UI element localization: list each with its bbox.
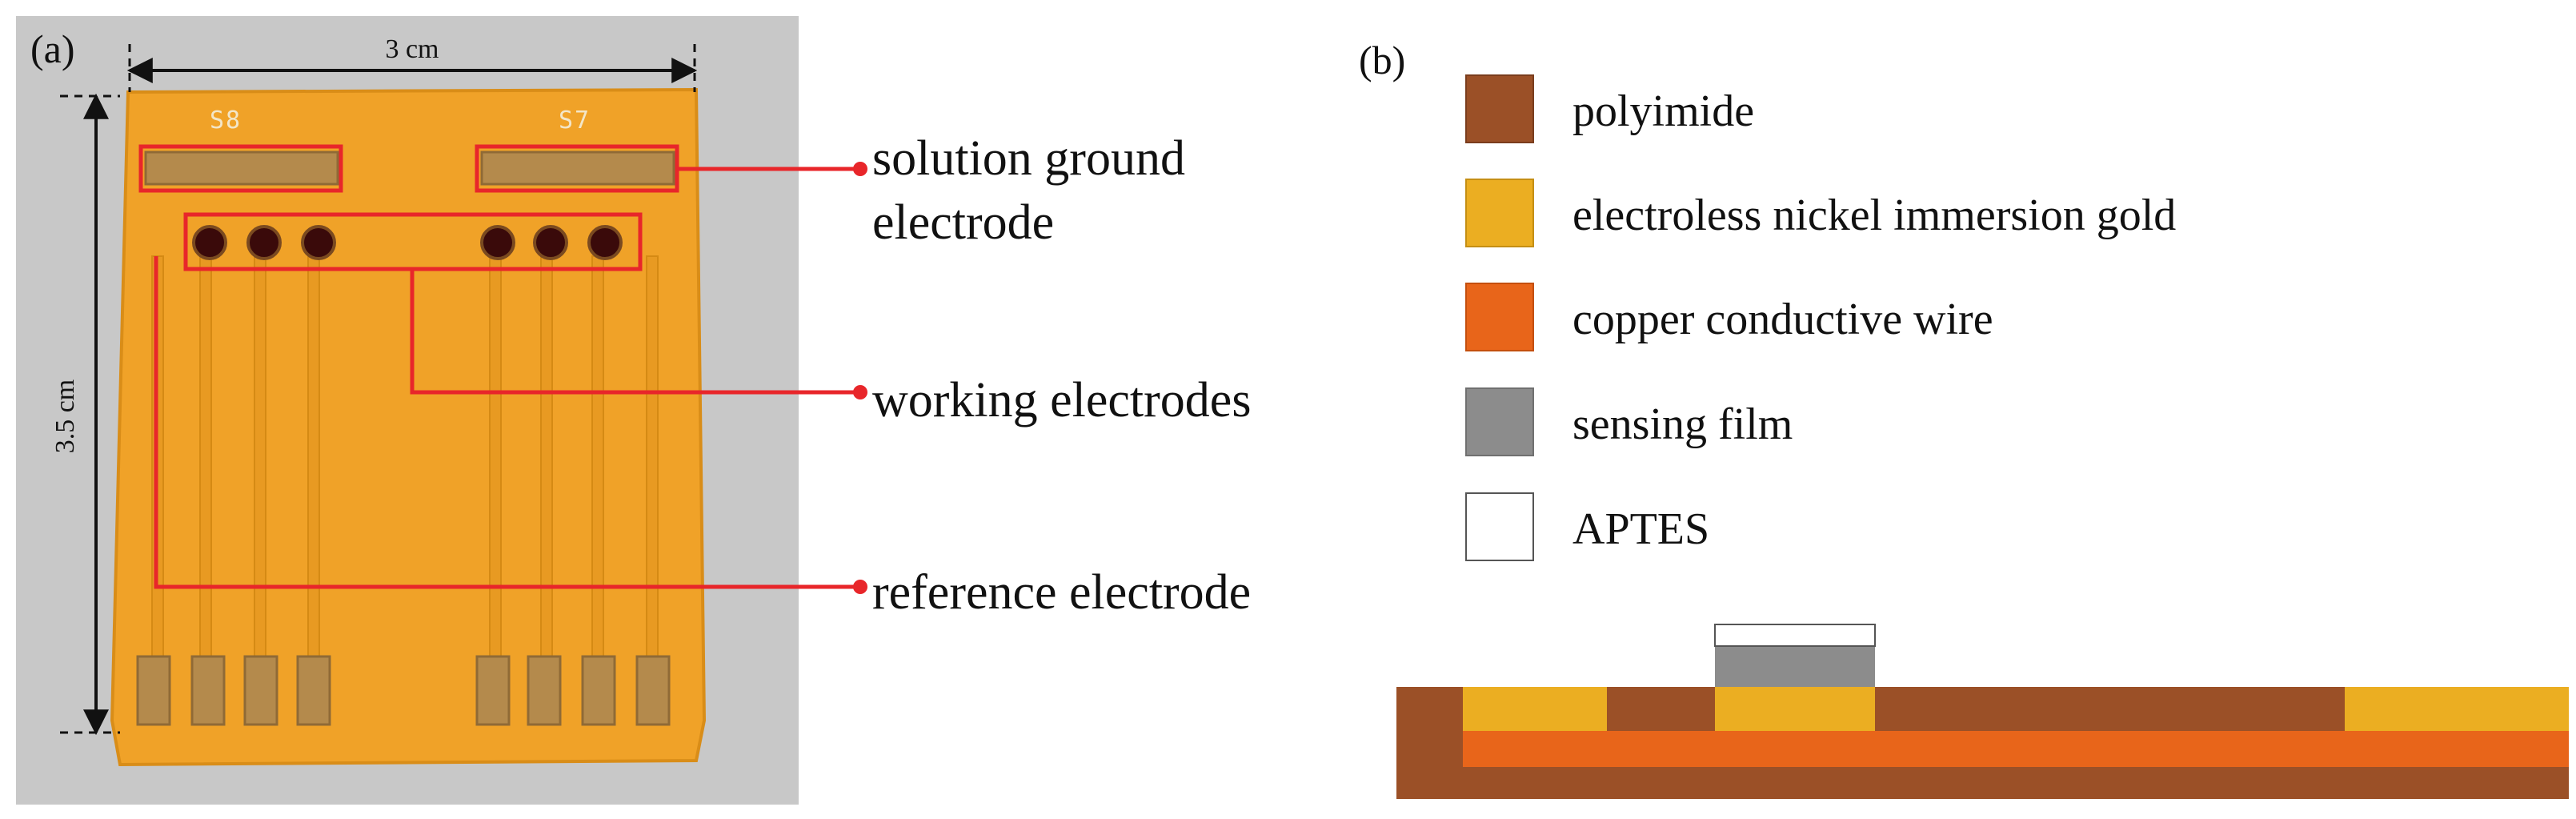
legend-swatch-sensing-film (1465, 387, 1534, 456)
legend-label-aptes: APTES (1572, 504, 1709, 554)
reference-callout-label: reference electrode (872, 565, 1251, 620)
panel-a: (a) 3 cm 3.5 cm S8 S7 (16, 16, 1251, 805)
ground-electrode-left (144, 151, 339, 186)
ground-callout-line2: electrode (872, 195, 1054, 250)
cs-gold-left (1463, 687, 1607, 731)
legend-swatch-polyimide (1465, 74, 1534, 143)
cs-sensing-film (1715, 646, 1875, 687)
reference-callout-dot (853, 580, 867, 594)
working-callout-label: working electrodes (872, 373, 1251, 428)
height-dimension-label: 3.5 cm (50, 379, 80, 454)
contact-pads (136, 655, 671, 726)
cross-section (1396, 624, 2569, 799)
legend-swatch-copper (1465, 283, 1534, 351)
legend-label-polyimide: polyimide (1572, 86, 1754, 136)
panel-b-label: (b) (1359, 38, 1405, 82)
panel-a-label: (a) (30, 26, 75, 71)
panel-b: (b) polyimide electroless nickel immersi… (1359, 38, 2569, 799)
legend-label-copper: copper conductive wire (1572, 295, 1993, 344)
sensor-label-s7: S7 (559, 106, 591, 134)
ground-callout-line1: solution ground (872, 131, 1185, 186)
cs-gold-right (2345, 687, 2569, 731)
callout-lines (154, 167, 860, 589)
ground-callout-dot (853, 162, 867, 176)
working-electrode-dots (192, 225, 623, 260)
legend-label-enig: electroless nickel immersion gold (1572, 191, 2176, 240)
reference-callout-line (154, 256, 860, 589)
ground-electrode-right (480, 151, 675, 186)
cs-aptes-layer (1714, 624, 1876, 647)
sensor-label-s8: S8 (210, 106, 242, 134)
working-callout-dot (853, 385, 867, 399)
width-dimension-label: 3 cm (385, 34, 439, 64)
legend-swatch-enig (1465, 179, 1534, 247)
legend-label-sensing-film: sensing film (1572, 399, 1793, 449)
cs-copper-wire (1463, 731, 2569, 767)
legend: polyimide electroless nickel immersion g… (1465, 74, 2176, 561)
cs-gold-center (1715, 687, 1875, 731)
ground-box-left (138, 144, 343, 193)
legend-swatch-aptes (1465, 492, 1534, 561)
working-callout-line (410, 269, 860, 395)
